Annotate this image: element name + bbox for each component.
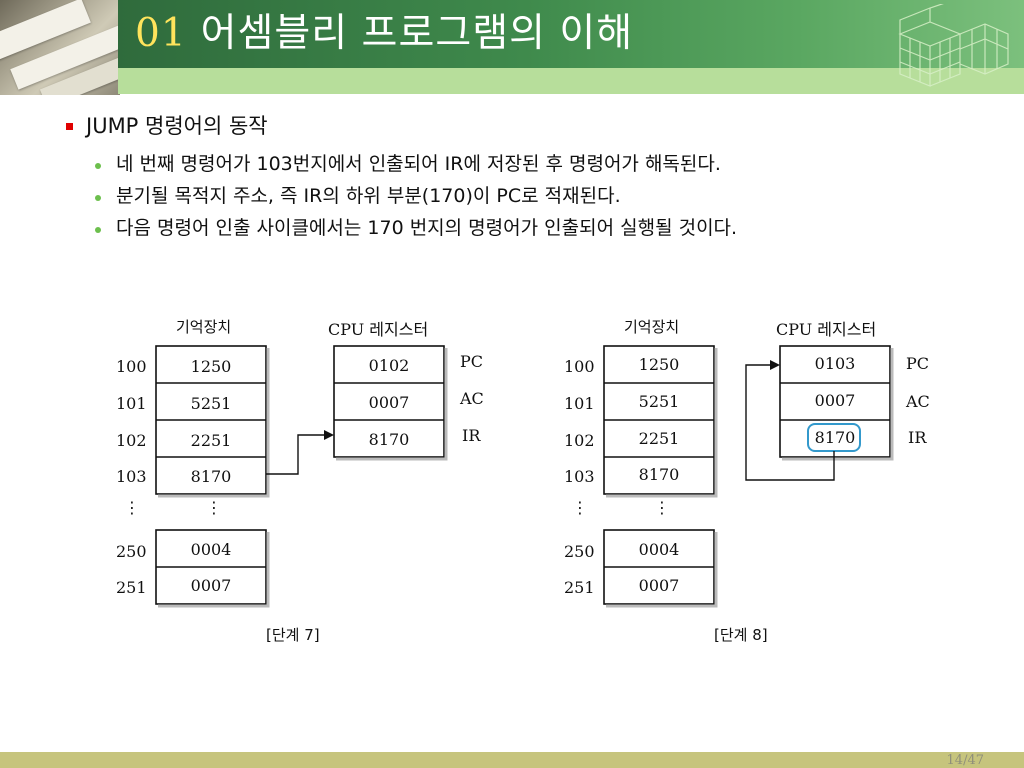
title-number: 01 xyxy=(135,11,187,56)
register-name-ac: AC xyxy=(906,392,930,411)
cpu-register-label: CPU 레지스터 xyxy=(328,320,429,339)
memory-label: 기억장치 xyxy=(624,318,680,336)
address-label: 100 xyxy=(116,357,147,376)
address-label: 250 xyxy=(116,542,147,561)
address-label: 103 xyxy=(564,467,595,486)
address-label: 101 xyxy=(116,394,147,413)
address-label: 251 xyxy=(564,578,595,597)
register-value-ir: 8170 xyxy=(814,428,856,447)
header-photo xyxy=(0,0,120,95)
diagram-step-8: 기억장치 CPU 레지스터 100 101 102 103 ⋮ 250 251 … xyxy=(558,312,978,652)
register-value-ac: 0007 xyxy=(814,391,856,410)
diagram-step-8-lines xyxy=(603,345,894,608)
memory-cell: 8170 xyxy=(638,465,680,484)
address-label: 103 xyxy=(116,467,147,486)
sub-bullet-text: 분기될 목적지 주소, 즉 IR의 하위 부분(170)이 PC로 적재된다. xyxy=(116,185,621,207)
address-label: 102 xyxy=(116,431,147,450)
slide-header: 01 어셈블리 프로그램의 이해 xyxy=(0,0,1024,95)
address-label: 251 xyxy=(116,578,147,597)
register-name-ir: IR xyxy=(908,428,927,447)
heading-bullet: JUMP 명령어의 동작 xyxy=(66,110,1006,142)
memory-cell: 2251 xyxy=(638,429,680,448)
memory-cell: 8170 xyxy=(190,467,232,486)
memory-cell: 5251 xyxy=(190,394,232,413)
register-value-ir: 8170 xyxy=(368,430,410,449)
register-name-ac: AC xyxy=(460,389,484,408)
memory-cell: 0007 xyxy=(638,576,680,595)
address-label: 250 xyxy=(564,542,595,561)
title-subband xyxy=(118,68,1024,94)
sub-bullet-text: 네 번째 명령어가 103번지에서 인출되어 IR에 저장된 후 명령어가 해독… xyxy=(116,153,721,175)
register-name-pc: PC xyxy=(460,352,484,371)
title-band xyxy=(118,0,1024,68)
square-bullet-icon xyxy=(66,123,73,130)
slide-body: JUMP 명령어의 동작 네 번째 명령어가 103번지에서 인출되어 IR에 … xyxy=(66,110,1006,246)
address-label: 102 xyxy=(564,431,595,450)
step-caption: [단계 8] xyxy=(714,626,768,644)
arrow-head-icon xyxy=(770,360,780,370)
ellipsis-vertical-icon: ⋮ xyxy=(654,498,670,517)
register-value-pc: 0103 xyxy=(814,354,856,373)
diagram-step-7-lines xyxy=(155,345,448,608)
memory-cell: 0007 xyxy=(190,576,232,595)
register-value-pc: 0102 xyxy=(368,356,410,375)
memory-cell: 0004 xyxy=(638,540,680,559)
address-label: 100 xyxy=(564,357,595,376)
ellipsis-vertical-icon: ⋮ xyxy=(206,498,222,517)
memory-label: 기억장치 xyxy=(176,318,232,336)
sub-bullet-text: 다음 명령어 인출 사이클에서는 170 번지의 명령어가 인출되어 실행될 것… xyxy=(116,217,738,239)
ir-load-arrow xyxy=(266,434,326,475)
memory-cell: 1250 xyxy=(190,357,232,376)
register-value-ac: 0007 xyxy=(368,393,410,412)
pc-load-arrow xyxy=(745,364,835,481)
diagram-step-7: 기억장치 CPU 레지스터 100 101 102 103 ⋮ 250 251 … xyxy=(110,312,530,652)
title-text: 어셈블리 프로그램의 이해 xyxy=(200,11,634,56)
register-name-pc: PC xyxy=(906,354,930,373)
footer-bar xyxy=(0,752,1024,768)
sub-bullet: 다음 명령어 인출 사이클에서는 170 번지의 명령어가 인출되어 실행될 것… xyxy=(93,214,976,243)
memory-cell: 5251 xyxy=(638,392,680,411)
slide-title: 01 어셈블리 프로그램의 이해 xyxy=(135,6,633,62)
ellipsis-vertical-icon: ⋮ xyxy=(124,498,140,517)
dot-bullet-icon xyxy=(95,227,101,233)
memory-cell: 0004 xyxy=(190,540,232,559)
register-name-ir: IR xyxy=(462,426,481,445)
memory-cell: 1250 xyxy=(638,355,680,374)
memory-cell: 2251 xyxy=(190,431,232,450)
heading-text: JUMP 명령어의 동작 xyxy=(86,114,268,138)
sub-bullet: 네 번째 명령어가 103번지에서 인출되어 IR에 저장된 후 명령어가 해독… xyxy=(93,150,976,179)
step-caption: [단계 7] xyxy=(266,626,320,644)
sub-bullet: 분기될 목적지 주소, 즉 IR의 하위 부분(170)이 PC로 적재된다. xyxy=(93,182,976,211)
cpu-register-label: CPU 레지스터 xyxy=(776,320,877,339)
ellipsis-vertical-icon: ⋮ xyxy=(572,498,588,517)
cubes-graphic xyxy=(898,4,1009,87)
dot-bullet-icon xyxy=(95,195,101,201)
register-block xyxy=(333,345,445,458)
page-number: 14/47 xyxy=(946,753,984,768)
dot-bullet-icon xyxy=(95,163,101,169)
arrow-head-icon xyxy=(324,430,334,440)
address-label: 101 xyxy=(564,394,595,413)
sub-bullet-list: 네 번째 명령어가 103번지에서 인출되어 IR에 저장된 후 명령어가 해독… xyxy=(66,150,1006,243)
